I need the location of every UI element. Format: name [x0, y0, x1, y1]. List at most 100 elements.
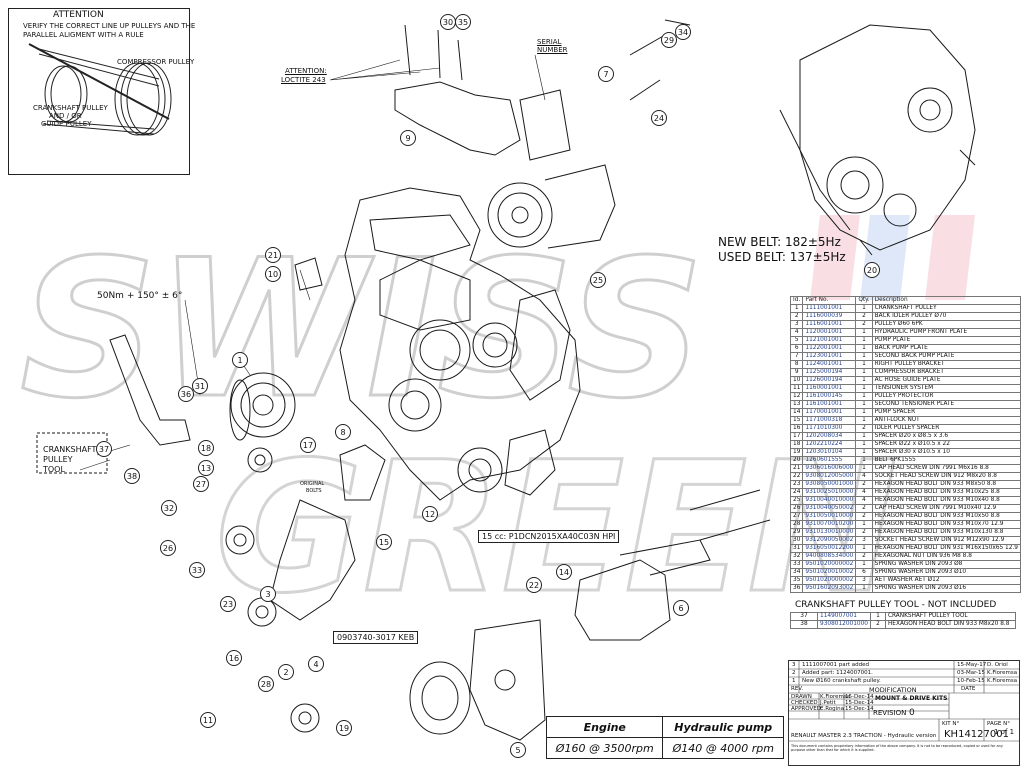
cell-part-no: 9501020000002 [802, 576, 857, 585]
cell-part-no: 9312090050002 [802, 536, 857, 545]
cell-qty: 1 [855, 584, 873, 593]
cell-part-no: 1125000194 [802, 368, 857, 377]
cell-part-no: 9316050012200 [802, 544, 857, 553]
engine-label: Engine [545, 716, 664, 738]
cell-part-no: 9310070010200 [802, 520, 857, 529]
cell-description: AET WASHER AET Ø12 [871, 576, 1021, 585]
cell-qty: 2 [855, 320, 873, 329]
balloon-15: 15 [376, 534, 392, 550]
cell-id: 38 [790, 620, 818, 629]
cell-qty: 1 [855, 392, 873, 401]
cell-id: 15 [789, 416, 804, 425]
cell-id: 32 [789, 552, 804, 561]
attention-text-2: PARALLEL ALIGMENT WITH A RULE [23, 31, 144, 39]
cell-part-no: 1171000318 [802, 416, 857, 425]
checked-date: 15-Dec-14 [845, 700, 874, 706]
cell-id: 8 [789, 360, 804, 369]
revision-value: 0 [909, 708, 915, 718]
cell-description: CAP HEAD SCREW DIN 7991 M6x16 8.8 [871, 464, 1021, 473]
cell-description: BELT 6PK1555 [871, 456, 1021, 465]
cell-qty: 2 [855, 504, 873, 513]
cell-description: ANTI-LOCK NUT [871, 416, 1021, 425]
cell-part-no: 9400808534000 [802, 552, 857, 561]
cell-description: SECOND BACK PUMP PLATE [871, 352, 1021, 361]
cell-description: SPACER Ø20 x Ø8.5 x 3.6 [871, 432, 1021, 441]
cell-qty: 1 [855, 360, 873, 369]
cell-qty: 2 [855, 480, 873, 489]
rev-1-num: 1 [792, 678, 796, 684]
cell-qty: 1 [855, 328, 873, 337]
cell-part-no: 1121001001 [802, 336, 857, 345]
balloon-2: 2 [278, 664, 294, 680]
cell-id: 35 [789, 576, 804, 585]
balloon-17: 17 [300, 437, 316, 453]
balloon-29: 29 [661, 32, 677, 48]
cell-id: 25 [789, 496, 804, 505]
cell-description: CRANKSHAFT PULLEY TOOL [884, 612, 1017, 621]
page-label: PAGE N° [987, 721, 1010, 727]
cell-description: TENSIONER SYSTEM [871, 384, 1021, 393]
checked-label: CHECKED [791, 700, 818, 706]
cell-part-no: 9310040050002 [802, 504, 857, 513]
cell-description: SPRING WASHER DIN 2093 Ø10 [871, 568, 1021, 577]
rev-2-by: K.Fioremsa [987, 670, 1018, 676]
cell-part-no: 1203010104 [802, 448, 857, 457]
cell-id: 4 [789, 328, 804, 337]
cell-id: 3 [789, 320, 804, 329]
cell-description: HEXAGON HEAD BOLT DIN 933 M10x130 8.8 [871, 528, 1021, 537]
belt-frequency: NEW BELT: 182±5Hz USED BELT: 137±5Hz [718, 235, 846, 265]
cell-qty: 1 [869, 612, 886, 621]
cell-description: BACK PUMP PLATE [871, 344, 1021, 353]
cell-description: PUMP SPACER [871, 408, 1021, 417]
cell-part-no: 1124001001 [802, 360, 857, 369]
rev-2-date: 03-Mar-15 [957, 670, 985, 676]
engine-value: Ø160 @ 3500rpm [545, 737, 664, 759]
balloon-28: 28 [258, 676, 274, 692]
cell-part-no: 1122001001 [802, 344, 857, 353]
balloon-11: 11 [200, 712, 216, 728]
balloon-22: 22 [526, 577, 542, 593]
cell-id: 2 [789, 312, 804, 321]
rev-2-num: 2 [792, 670, 796, 676]
cell-description: CRANKSHAFT PULLEY [871, 304, 1021, 313]
cell-qty: 1 [855, 448, 873, 457]
cell-id: 24 [789, 488, 804, 497]
original-bolts-label-2: BOLTS [306, 488, 322, 494]
cell-id: 36 [789, 584, 804, 593]
kit-label: KIT N° [942, 721, 960, 727]
cell-qty: 4 [855, 488, 873, 497]
cell-id: 16 [789, 424, 804, 433]
balloon-21: 21 [265, 247, 281, 263]
approved-date: 15-Dec-14 [845, 706, 874, 712]
balloon-37: 37 [96, 441, 112, 457]
cell-qty: 1 [855, 352, 873, 361]
page-number: 1 of 1 [994, 728, 1015, 736]
balloon-18: 18 [198, 440, 214, 456]
cell-id: 33 [789, 560, 804, 569]
cell-id: 34 [789, 568, 804, 577]
cell-part-no: 1116001001 [802, 320, 857, 329]
pulley-spec-table: Engine Hydraulic pump Ø160 @ 3500rpm Ø14… [545, 716, 784, 759]
cell-id: 20 [789, 456, 804, 465]
watermark-text-1: SWISS [20, 219, 704, 440]
kit-number: KH14127001 [944, 729, 1009, 740]
cell-id: 31 [789, 544, 804, 553]
cell-qty: 1 [855, 520, 873, 529]
